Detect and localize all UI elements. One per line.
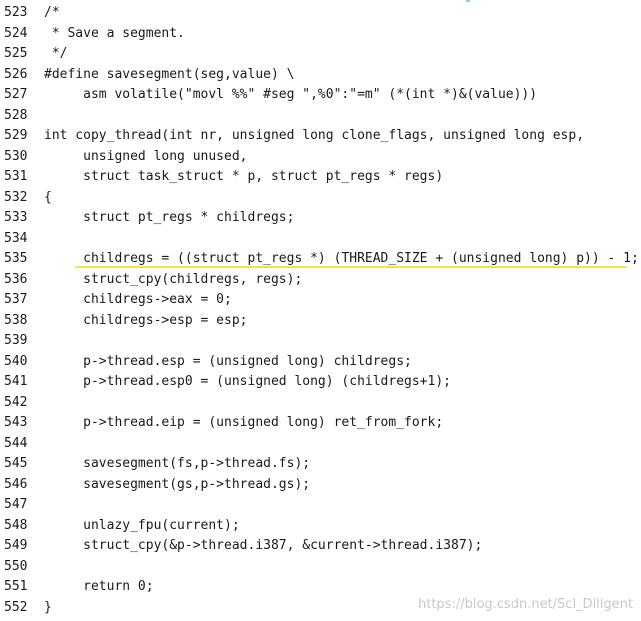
line-number: 550 [4,558,28,574]
line-code: unsigned long unused, [44,148,248,164]
line-code: #define savesegment(seg,value) \ [44,66,295,82]
line-number: 541 [4,374,28,389]
line-number: 551 [4,579,28,594]
code-line: 537 childregs->eax = 0; [0,290,641,311]
code-line: 538 childregs->esp = esp; [0,311,641,332]
code-line: 523 /* [0,3,641,24]
line-number: 537 [4,292,28,307]
line-number: 527 [4,87,28,102]
line-number: 544 [4,435,28,451]
line-number: 538 [4,312,28,328]
code-line: 540 p->thread.esp = (unsigned long) chil… [0,352,641,373]
line-code: p->thread.esp0 = (unsigned long) (childr… [44,374,451,389]
highlight-underline [75,266,627,268]
code-line: 541 p->thread.esp0 = (unsigned long) (ch… [0,372,641,393]
code-line: 551 return 0; [0,577,641,598]
line-number: 547 [4,497,28,512]
code-line: 542 [0,393,641,414]
code-line: 529 int copy_thread(int nr, unsigned long… [0,126,641,147]
line-number: 528 [4,107,28,123]
code-line: 550 [0,557,641,578]
line-code: int copy_thread(int nr, unsigned long cl… [44,128,585,143]
line-code: childregs->esp = esp; [44,312,248,328]
code-line: 549 struct_cpy(&p->thread.i387, &current… [0,536,641,557]
line-number: 548 [4,517,28,533]
line-number: 542 [4,394,28,410]
line-code: * Save a segment. [44,25,185,41]
code-line: 531 struct task_struct * p, struct pt_re… [0,167,641,188]
line-number: 546 [4,476,28,492]
line-number: 535 [4,251,28,266]
code-line: 530 unsigned long unused, [0,147,641,168]
line-number: 531 [4,169,28,184]
line-number: 536 [4,271,28,287]
code-line: 528 [0,106,641,127]
code-line: 534 [0,229,641,250]
code-listing: 523 /* 524 * Save a segment. 525 */ 526 #d… [0,3,641,618]
line-number: 545 [4,456,28,471]
line-code: childregs = ((struct pt_regs *) (THREAD_… [44,251,639,266]
line-code: unlazy_fpu(current); [44,517,240,533]
code-line: 546 savesegment(gs,p->thread.gs); [0,475,641,496]
line-code: struct task_struct * p, struct pt_regs *… [44,169,444,184]
code-line: 527 asm volatile("movl %%" #seg ",%0":"=… [0,85,641,106]
code-line: 545 savesegment(fs,p->thread.fs); [0,454,641,475]
line-number: 526 [4,66,28,82]
line-code: struct_cpy(&p->thread.i387, &current->th… [44,538,483,553]
line-number: 533 [4,210,28,225]
line-code: childregs->eax = 0; [44,292,232,307]
code-line: 539 [0,331,641,352]
line-code: p->thread.eip = (unsigned long) ret_from… [44,415,444,430]
line-code: */ [44,46,68,61]
top-decoration [466,0,470,2]
line-number: 523 [4,5,28,20]
line-code: struct_cpy(childregs, regs); [44,271,303,287]
code-line: 548 unlazy_fpu(current); [0,516,641,537]
code-line: 533 struct pt_regs * childregs; [0,208,641,229]
line-number: 552 [4,599,28,615]
code-line: 547 [0,495,641,516]
line-code: savesegment(gs,p->thread.gs); [44,476,311,492]
line-code: { [44,189,52,205]
line-number: 534 [4,230,28,246]
line-code: return 0; [44,579,154,594]
line-number: 530 [4,148,28,164]
code-line: 532 { [0,188,641,209]
line-code: struct pt_regs * childregs; [44,210,295,225]
line-number: 529 [4,128,28,143]
line-code: savesegment(fs,p->thread.fs); [44,456,311,471]
line-number: 539 [4,333,28,348]
code-line: 525 */ [0,44,641,65]
code-line-highlighted: 535 childregs = ((struct pt_regs *) (THR… [0,249,641,270]
code-line: 524 * Save a segment. [0,24,641,45]
code-line: 543 p->thread.eip = (unsigned long) ret_… [0,413,641,434]
code-line: 536 struct_cpy(childregs, regs); [0,270,641,291]
code-line: 552} [0,598,641,619]
line-code: } [44,599,52,615]
line-code: asm volatile("movl %%" #seg ",%0":"=m" (… [44,87,538,102]
line-number: 543 [4,415,28,430]
line-number: 549 [4,538,28,553]
line-code: /* [44,5,60,20]
line-number: 524 [4,25,28,41]
code-line: 526 #define savesegment(seg,value) \ [0,65,641,86]
line-code: p->thread.esp = (unsigned long) childreg… [44,353,412,369]
line-number: 540 [4,353,28,369]
watermark-text: https://blog.csdn.net/Scl_Diligent [417,597,633,612]
code-line: 544 [0,434,641,455]
line-number: 525 [4,46,28,61]
line-number: 532 [4,189,28,205]
